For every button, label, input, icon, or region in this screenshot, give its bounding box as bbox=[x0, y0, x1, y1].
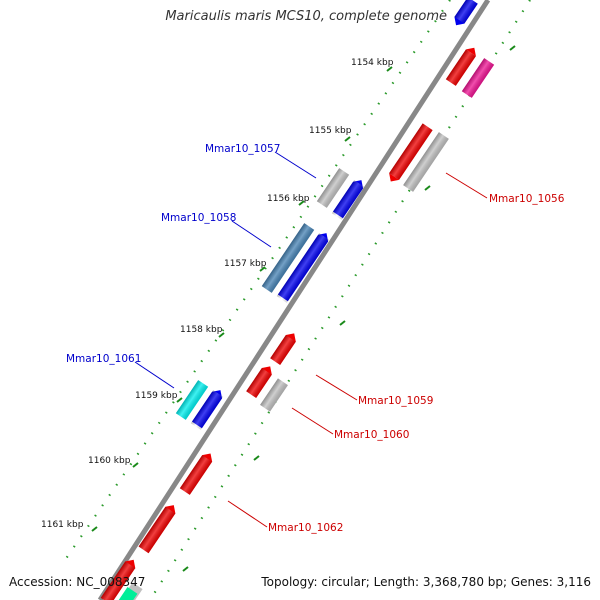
gene-label-mmar10-1060[interactable]: Mmar10_1060 bbox=[334, 429, 409, 441]
tick-label-1154: 1154 kbp bbox=[351, 58, 394, 68]
leader-mmar10-1057 bbox=[274, 151, 317, 179]
gene-feature-red-bottom[interactable] bbox=[100, 556, 139, 600]
gene-feature-mmar10-1059[interactable] bbox=[246, 363, 275, 398]
tick-label-1159: 1159 kbp bbox=[135, 391, 178, 401]
gene-feature-red-1056[interactable] bbox=[386, 123, 433, 184]
tick-label-1158: 1158 kbp bbox=[180, 325, 223, 335]
tick-label-1155: 1155 kbp bbox=[309, 126, 352, 136]
gene-feature-red-top[interactable] bbox=[445, 44, 479, 86]
scale-tick bbox=[176, 397, 183, 403]
leader-mmar10-1060 bbox=[291, 407, 334, 435]
gene-feature-mmar10-1061[interactable] bbox=[175, 380, 209, 420]
accession-text: Accession: NC_008347 bbox=[9, 575, 146, 589]
gene-feature-mmar10-1056[interactable] bbox=[403, 132, 449, 192]
outer-tick bbox=[339, 320, 346, 326]
gene-feature-mmar10-1060[interactable] bbox=[260, 378, 288, 412]
scale-tick bbox=[91, 526, 98, 532]
outer-tick bbox=[424, 185, 431, 191]
gene-feature-red-a[interactable] bbox=[270, 330, 299, 365]
gene-feature-blue-2[interactable] bbox=[276, 230, 332, 303]
scale-ticks bbox=[91, 45, 516, 572]
gene-feature-blue-1[interactable] bbox=[331, 177, 367, 220]
gene-label-mmar10-1059[interactable]: Mmar10_1059 bbox=[358, 395, 433, 407]
outer-tick bbox=[509, 45, 516, 51]
tick-label-1157: 1157 kbp bbox=[224, 259, 267, 269]
leader-mmar10-1061 bbox=[134, 361, 175, 389]
scale-tick bbox=[132, 462, 139, 468]
gene-feature-mint-bottom[interactable] bbox=[118, 587, 138, 600]
scale-tick bbox=[218, 332, 225, 338]
gene-feature-mmar10-1062-a[interactable] bbox=[179, 450, 216, 495]
leader-mmar10-1056 bbox=[445, 172, 488, 199]
gene-feature-pink[interactable] bbox=[461, 58, 495, 98]
leader-mmar10-1059 bbox=[315, 374, 358, 401]
gene-feature-mmar10-1058[interactable] bbox=[261, 223, 315, 293]
scale-tick bbox=[386, 66, 393, 72]
scale-tick bbox=[298, 200, 305, 206]
leader-mmar10-1062 bbox=[227, 500, 268, 528]
tick-label-1156: 1156 kbp bbox=[267, 194, 310, 204]
genome-summary-text: Topology: circular; Length: 3,368,780 bp… bbox=[261, 575, 591, 589]
genome-title: Maricaulis maris MCS10, complete genome bbox=[165, 9, 447, 24]
gene-feature-blue-3[interactable] bbox=[190, 387, 226, 430]
scale-tick bbox=[259, 266, 266, 272]
leader-mmar10-1058 bbox=[231, 220, 272, 248]
gene-label-mmar10-1058[interactable]: Mmar10_1058 bbox=[161, 212, 236, 224]
tick-label-1160: 1160 kbp bbox=[88, 456, 131, 466]
scale-tick bbox=[344, 136, 351, 142]
outer-tick bbox=[253, 455, 260, 461]
gene-feature-mmar10-1057[interactable] bbox=[316, 168, 350, 208]
gene-label-mmar10-1062[interactable]: Mmar10_1062 bbox=[268, 522, 343, 534]
tick-label-1161: 1161 kbp bbox=[41, 520, 84, 530]
gene-label-mmar10-1056[interactable]: Mmar10_1056 bbox=[489, 193, 565, 205]
gene-feature-top-blue[interactable] bbox=[451, 0, 478, 29]
inner-dotted-track bbox=[64, 0, 451, 561]
gene-label-mmar10-1057[interactable]: Mmar10_1057 bbox=[205, 143, 280, 155]
gene-feature-mmar10-1062-b[interactable] bbox=[138, 502, 179, 554]
genome-backbone bbox=[97, 0, 491, 600]
gene-label-mmar10-1061[interactable]: Mmar10_1061 bbox=[66, 353, 141, 365]
outer-tick bbox=[182, 566, 189, 572]
